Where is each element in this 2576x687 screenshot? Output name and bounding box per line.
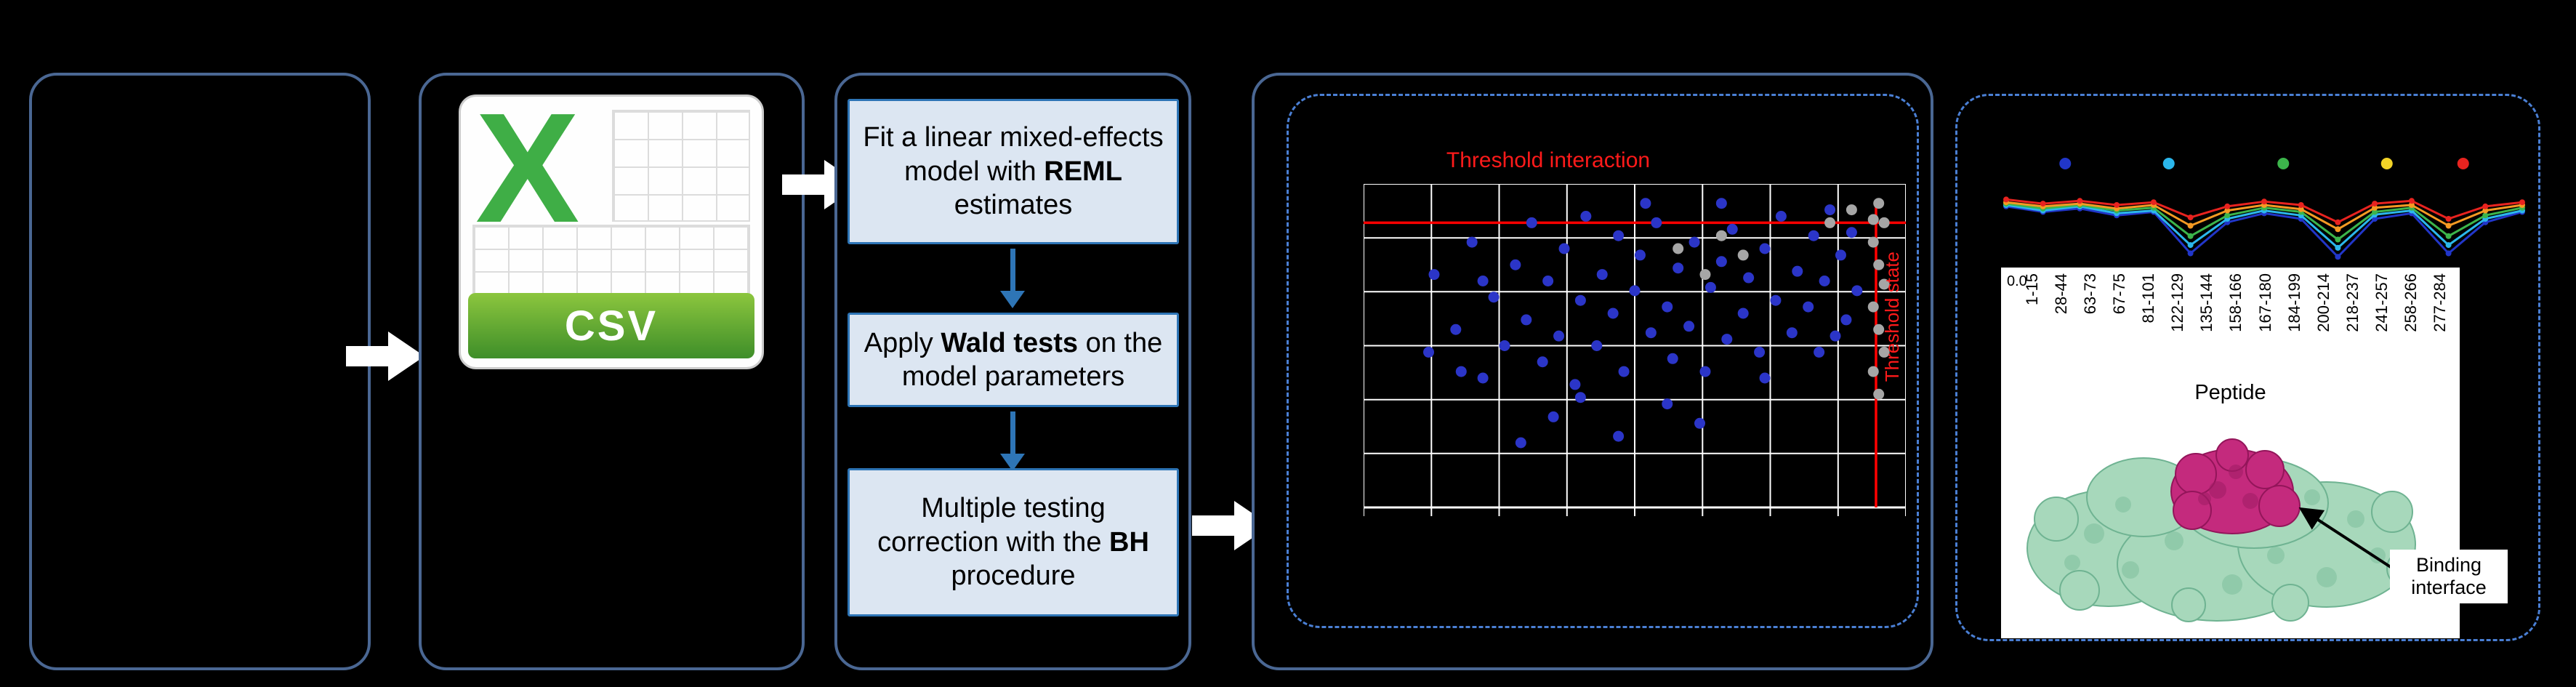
binding-region-texture bbox=[2198, 465, 2258, 509]
peptide-tick-label: 200-214 bbox=[2314, 273, 2333, 332]
peptide-tick-label: 135-144 bbox=[2197, 273, 2216, 332]
binding-interface-region bbox=[2170, 438, 2301, 534]
peptide-tick-label: 1-15 bbox=[2023, 273, 2041, 306]
csv-banner: CSV bbox=[468, 293, 754, 358]
peptide-axis-box: 0.0 1-15 28-44 63-73 67-75 81-101 122-129 135-… bbox=[2001, 268, 2460, 638]
volcano-plot bbox=[1364, 184, 1906, 516]
down-arrow-stem bbox=[1010, 411, 1015, 454]
csv-file-icon: X CSV bbox=[459, 80, 764, 369]
threshold-state-label: Threshold state bbox=[1881, 252, 1903, 382]
peptide-tick-label: 167-180 bbox=[2255, 273, 2274, 332]
down-arrow-stem bbox=[1010, 249, 1015, 291]
model-step-reml: Fit a linear mixed-effects model with RE… bbox=[848, 99, 1179, 244]
flow-arrow-stem bbox=[1192, 515, 1234, 536]
peptide-tick-label: 81-101 bbox=[2139, 273, 2158, 324]
peptide-tick-label: 63-73 bbox=[2081, 273, 2100, 315]
csv-banner-label: CSV bbox=[564, 302, 659, 350]
model-steps-panel: Fit a linear mixed-effects model with RE… bbox=[834, 73, 1191, 670]
model-step-wald: Apply Wald tests on the model parameters bbox=[848, 313, 1179, 407]
peptide-tick-label: 241-257 bbox=[2372, 273, 2391, 332]
model-step-text: Multiple testing correction with the BH … bbox=[877, 493, 1149, 592]
model-step-text: Fit a linear mixed-effects model with RE… bbox=[863, 122, 1164, 221]
peptide-tick-label: 67-75 bbox=[2110, 273, 2129, 315]
down-arrow-head bbox=[1000, 291, 1025, 308]
csv-panel: X CSV bbox=[419, 73, 805, 670]
peptide-tick-label: 218-237 bbox=[2343, 273, 2362, 332]
flow-arrow-1 bbox=[346, 332, 424, 381]
flow-arrow-stem bbox=[346, 346, 388, 366]
protein-surface-texture bbox=[2064, 489, 2386, 595]
peptide-tick-label: 28-44 bbox=[2052, 273, 2071, 315]
binding-arrow bbox=[2298, 507, 2394, 570]
peptide-axis-labels: 1-15 28-44 63-73 67-75 81-101 122-129 135-144 1… bbox=[2023, 273, 2449, 377]
peptide-tick-label: 158-166 bbox=[2226, 273, 2245, 332]
step-down-arrow-2 bbox=[998, 411, 1027, 471]
input-data-panel bbox=[29, 73, 371, 670]
protein-structure bbox=[2026, 438, 2424, 622]
peptide-tick-label: 184-199 bbox=[2285, 273, 2303, 332]
model-step-bh: Multiple testing correction with the BH … bbox=[848, 468, 1179, 616]
threshold-interaction-label: Threshold interaction bbox=[1446, 148, 1651, 172]
model-step-text: Apply Wald tests on the model parameters bbox=[864, 327, 1163, 392]
volcano-panel bbox=[1252, 73, 1933, 670]
volcano-dashed-frame bbox=[1287, 94, 1919, 628]
uptake-chart bbox=[2003, 158, 2525, 260]
step-down-arrow-1 bbox=[998, 249, 1027, 308]
flow-arrow-head bbox=[388, 332, 424, 381]
peptide-tick-label: 122-129 bbox=[2168, 273, 2187, 332]
peptide-tick-label: 258-266 bbox=[2401, 273, 2420, 332]
uptake-dashed-frame bbox=[1955, 94, 2540, 641]
spreadsheet-grid-icon bbox=[472, 225, 750, 294]
peptide-axis-title: Peptide bbox=[2194, 381, 2266, 404]
y-axis-tick-label: 0.0 bbox=[2007, 273, 2027, 289]
peptide-tick-label: 277-284 bbox=[2430, 273, 2449, 332]
excel-x-glyph: X bbox=[475, 80, 580, 255]
binding-interface-label: Binding interface bbox=[2390, 550, 2508, 604]
spreadsheet-grid-icon bbox=[612, 110, 750, 222]
flow-arrow-stem bbox=[782, 174, 824, 195]
